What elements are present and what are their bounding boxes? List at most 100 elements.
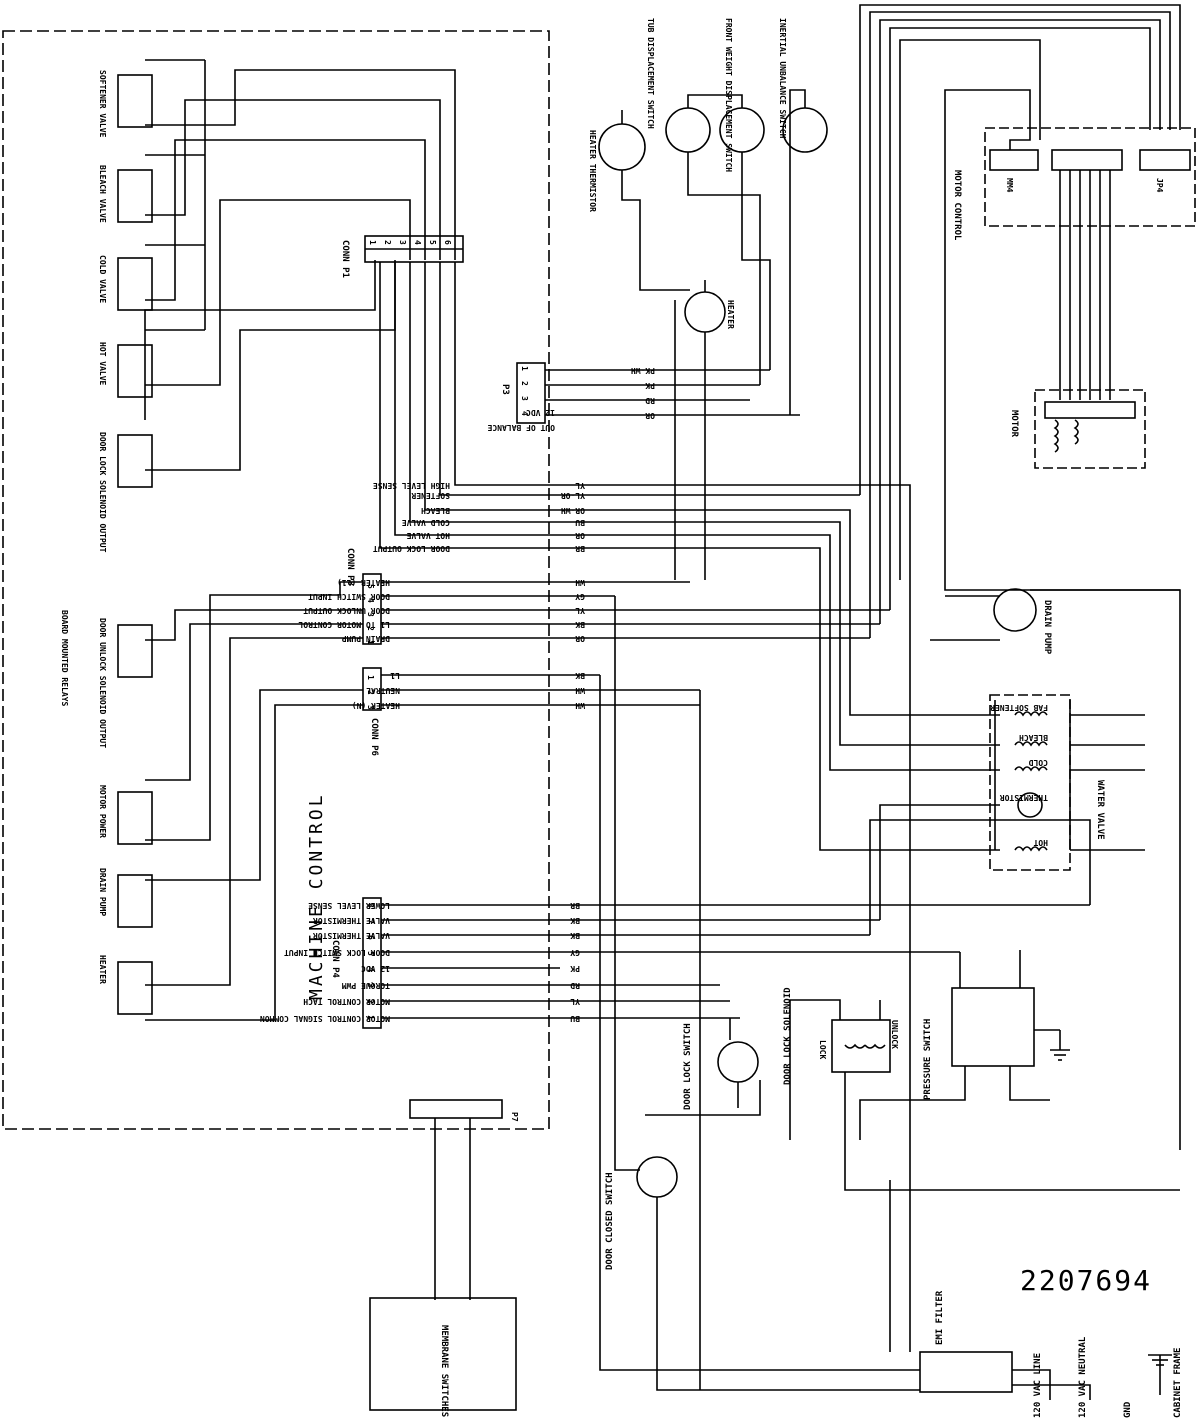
p3-wire-tag: OR: [645, 411, 655, 420]
p8-connector-body: [362, 573, 382, 645]
p4-wire-tag: GY: [570, 948, 580, 957]
water-valve-label: WATER VALVE: [1095, 780, 1105, 840]
p7-connector: [409, 1099, 503, 1119]
p8-pin: 3: [366, 612, 375, 617]
drain-pump-label: DRAIN PUMP: [1042, 600, 1052, 655]
p4-pin: 4: [366, 967, 375, 972]
p8-wire-tag: YL: [575, 606, 585, 615]
valve-coil-label: HOT: [1033, 838, 1048, 847]
p6-signal-label: HEATER (N): [352, 701, 400, 710]
p4-signal-label: TORQUE PWM: [342, 981, 390, 990]
p1-signal-label: HIGH LEVEL SENSE: [373, 481, 450, 490]
machine-control-title: MACHINE CONTROL: [306, 792, 327, 1000]
p4-pin: 8: [366, 903, 375, 908]
p4-pin: 1: [366, 1015, 375, 1020]
p3-wire-tag: PK-WH: [631, 366, 655, 375]
relay-label: MOTOR POWER: [98, 785, 107, 838]
p1-wire-tag: OR-WH: [561, 506, 585, 515]
valve-coil-label: THERMISTOR: [1000, 793, 1048, 802]
machine-control-boundary: [2, 30, 550, 1130]
inertial-switch-label: INERTIAL UNBALANCE SWITCH: [778, 18, 787, 139]
valve-coil-label: COLD: [1029, 758, 1048, 767]
p4-signal-label: 12 VDC: [361, 964, 390, 973]
valve-coil-label: BLEACH: [1019, 733, 1048, 742]
p6-pin: 1: [366, 675, 375, 680]
p4-signal-label: MOTOR CONTROL SIGNAL COMMON: [260, 1014, 390, 1023]
relay-label: HOT VALVE: [98, 342, 107, 386]
p1-pin: 2: [383, 240, 392, 245]
p3-pin: 3: [520, 396, 529, 401]
p4-signal-label: MOTOR CONTROL TACH: [303, 997, 390, 1006]
p1-pin: 6: [443, 240, 452, 245]
relay-label: HEATER: [98, 955, 107, 984]
relay-label: COLD VALVE: [98, 255, 107, 303]
p8-wire-tag: WH: [575, 578, 585, 587]
emi-filter-box: [919, 1351, 1013, 1393]
p4-wire-tag: BR: [570, 901, 580, 910]
p4-wire-tag: BK: [570, 931, 580, 940]
p4-signal-label: VALVE THERMISTOR: [313, 916, 390, 925]
p8-pin: 5: [366, 584, 375, 589]
water-valve-box: [989, 694, 1071, 871]
p8-signal-label: HEATER (L1): [337, 578, 390, 587]
tub-switch-label: TUB DISPLACEMENT SWITCH: [646, 18, 655, 129]
p7-label: P7: [510, 1112, 519, 1122]
relay-label: DOOR UNLOCK SOLENOID OUTPUT: [98, 618, 107, 748]
conn-p1-label: CONN P1: [340, 240, 350, 278]
p4-wire-tag: PK: [570, 964, 580, 973]
p8-signal-label: L1 TO MOTOR CONTROL: [298, 620, 390, 629]
heater-label: HEATER: [726, 300, 735, 329]
p4-pin: 2: [366, 999, 375, 1004]
membrane-box: [369, 1297, 517, 1411]
p1-wire-tag: BR: [575, 544, 585, 553]
p1-wire-tag: YL: [575, 481, 585, 490]
door-lock-switch-label: DOOR LOCK SWITCH: [683, 1023, 693, 1110]
p8-wire-tag: BK: [575, 620, 585, 629]
p4-wire-tag: BU: [570, 1014, 580, 1023]
p8-signal-label: DRAIN PUMP: [342, 634, 390, 643]
p6-signal-label: NEUTRAL: [366, 686, 400, 695]
relay-label: DOOR LOCK SOLENOID OUTPUT: [98, 432, 107, 553]
p6-wire-tag: WH: [575, 701, 585, 710]
front-weight-switch-label: FRONT WEIGHT DISPLACEMENT SWITCH: [724, 18, 733, 172]
p3-wire-tag: PK: [645, 381, 655, 390]
p3-signal-label: 12 VDC: [526, 408, 555, 417]
valve-coil-label: FAB SOFTENER: [990, 703, 1048, 712]
p1-signal-label: SOFTENER: [411, 491, 450, 500]
heater-thermistor-label: HEATER THERMISTOR: [588, 130, 597, 212]
p1-pin: 1: [368, 240, 377, 245]
unlock-label: UNLOCK: [890, 1020, 899, 1049]
p8-signal-label: DOOR SWITCH INPUT: [308, 592, 390, 601]
p6-connector-body: [362, 667, 382, 711]
p1-wire-tag: OR: [575, 531, 585, 540]
relays-caption: BOARD MOUNTED RELAYS: [60, 610, 69, 707]
door-lock-solenoid-label: DOOR LOCK SOLENOID: [783, 987, 793, 1085]
p6-signal-label: L1: [390, 671, 400, 680]
motor-label: MOTOR: [1009, 410, 1019, 438]
conn-p6-label: CONN P6: [369, 718, 379, 756]
p3-pin: 1: [520, 366, 529, 371]
p6-pin: 2: [366, 690, 375, 695]
p4-wire-tag: BK: [570, 916, 580, 925]
p1-signal-label: DOOR LOCK OUTPUT: [373, 544, 450, 553]
p4-signal-label: VALVE THERMISTOR: [313, 931, 390, 940]
lock-label: LOCK: [818, 1040, 827, 1059]
pressure-switch-box: [951, 987, 1035, 1067]
supply-line-label: 120 VAC LINE: [1033, 1353, 1043, 1418]
p1-signal-label: HOT VALVE: [406, 531, 450, 540]
p4-pin: 5: [366, 951, 375, 956]
p8-pin: 1: [366, 640, 375, 645]
p4-signal-label: DOOR LOCK SWITCH INPUT: [284, 948, 390, 957]
p1-wire-tag: BU: [575, 518, 585, 527]
membrane-label: MEMBRANE SWITCHES: [439, 1325, 449, 1417]
p8-wire-tag: OR: [575, 634, 585, 643]
p3-wire-tag: RD: [645, 396, 655, 405]
p1-pin: 3: [398, 240, 407, 245]
p1-signal-label: COLD VALVE: [402, 518, 450, 527]
p3-pin: 2: [520, 381, 529, 386]
p1-pin: 5: [428, 240, 437, 245]
p1-pin: 4: [413, 240, 422, 245]
p1-signal-label: BLEACH: [421, 506, 450, 515]
door-closed-switch-label: DOOR CLOSED SWITCH: [605, 1172, 615, 1270]
